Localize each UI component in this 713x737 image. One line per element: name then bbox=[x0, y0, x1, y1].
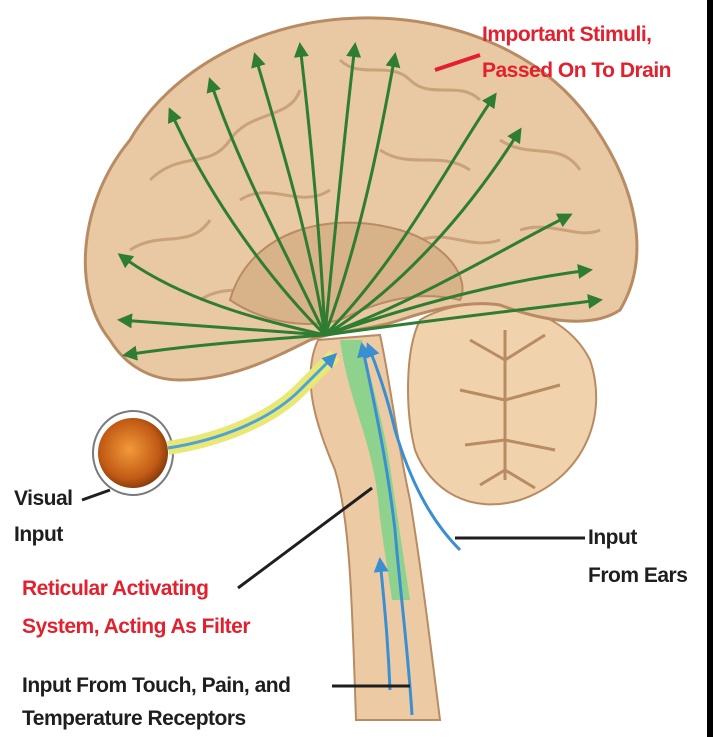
important-stimuli-label-line1: Important Stimuli, bbox=[482, 22, 652, 48]
touch-label-line1: Input From Touch, Pain, and bbox=[22, 673, 290, 699]
touch-label-line2: Temperature Receptors bbox=[22, 706, 246, 732]
cerebellum-shape bbox=[408, 304, 596, 505]
important-stimuli-label-line2: Passed On To Drain bbox=[482, 58, 671, 84]
ras-label-line1: Reticular Activating bbox=[22, 576, 208, 602]
visual-input-label-line2: Input bbox=[14, 522, 63, 548]
ears-label-line2: From Ears bbox=[588, 563, 687, 589]
image-right-border bbox=[707, 0, 713, 737]
eye-icon bbox=[93, 411, 173, 495]
ras-label-line2: System, Acting As Filter bbox=[22, 614, 250, 640]
visual-input-label-line1: Visual bbox=[14, 486, 72, 512]
ears-label-line1: Input bbox=[588, 525, 637, 551]
